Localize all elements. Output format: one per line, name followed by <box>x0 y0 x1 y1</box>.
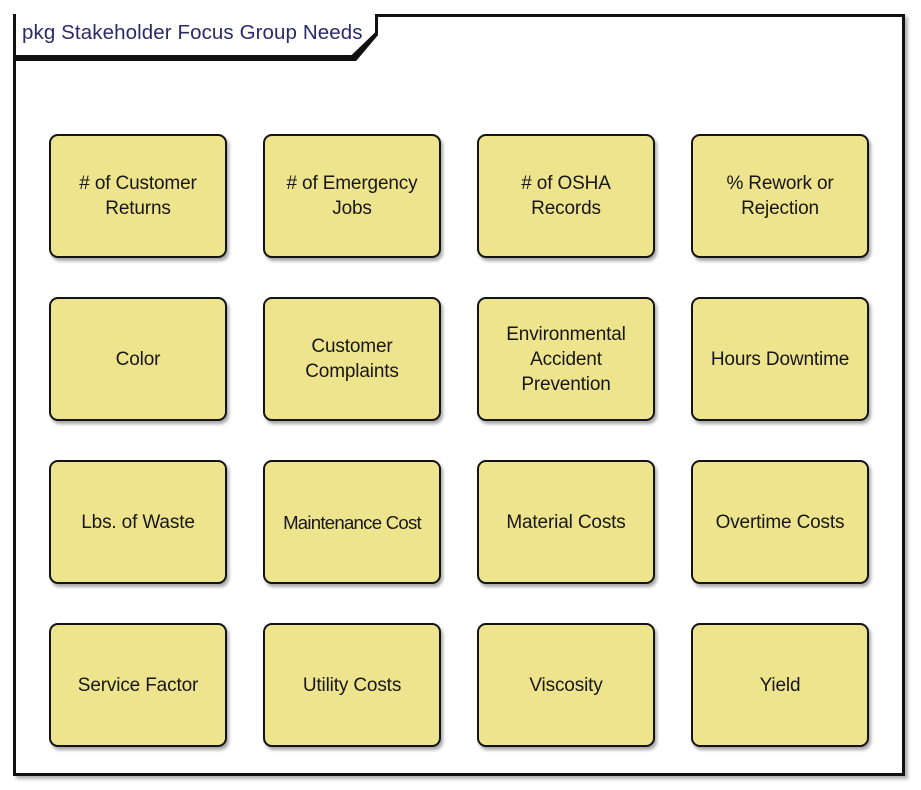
element-material-costs[interactable]: Material Costs <box>477 460 655 584</box>
element-overtime-costs[interactable]: Overtime Costs <box>691 460 869 584</box>
element-label: Environmental Accident Prevention <box>506 323 626 395</box>
element-label: Service Factor <box>77 674 199 696</box>
element-color[interactable]: Color <box>49 297 227 421</box>
element-grid: # of Customer Returns # of Emergency Job… <box>49 134 869 747</box>
element-label: Lbs. of Waste <box>81 511 195 533</box>
element-emergency-jobs[interactable]: # of Emergency Jobs <box>263 134 441 258</box>
element-utility-costs[interactable]: Utility Costs <box>263 623 441 747</box>
element-lbs-of-waste[interactable]: Lbs. of Waste <box>49 460 227 584</box>
element-label: # of OSHA Records <box>521 173 611 219</box>
element-label: Customer Complaints <box>305 336 399 382</box>
element-viscosity[interactable]: Viscosity <box>477 623 655 747</box>
element-label: Viscosity <box>529 674 603 696</box>
package-title: pkg Stakeholder Focus Group Needs <box>22 21 363 44</box>
element-maintenance-cost[interactable]: Maintenance Cost <box>263 460 441 584</box>
element-label: Material Costs <box>506 511 626 533</box>
element-label: Utility Costs <box>302 674 402 696</box>
element-hours-downtime[interactable]: Hours Downtime <box>691 297 869 421</box>
element-label: % Rework or Rejection <box>726 173 834 219</box>
element-environmental-accident-prevention[interactable]: Environmental Accident Prevention <box>477 297 655 421</box>
element-label: Maintenance Cost <box>283 511 422 533</box>
element-label: Hours Downtime <box>710 348 850 370</box>
element-label: Overtime Costs <box>715 511 845 533</box>
element-label: Color <box>115 348 161 370</box>
element-osha-records[interactable]: # of OSHA Records <box>477 134 655 258</box>
element-rework-rejection[interactable]: % Rework or Rejection <box>691 134 869 258</box>
element-yield[interactable]: Yield <box>691 623 869 747</box>
package-tab <box>16 14 375 55</box>
element-label: Yield <box>759 674 801 696</box>
element-label: # of Emergency Jobs <box>286 173 418 219</box>
element-customer-complaints[interactable]: Customer Complaints <box>263 297 441 421</box>
element-customer-returns[interactable]: # of Customer Returns <box>49 134 227 258</box>
element-label: # of Customer Returns <box>79 173 197 219</box>
element-service-factor[interactable]: Service Factor <box>49 623 227 747</box>
